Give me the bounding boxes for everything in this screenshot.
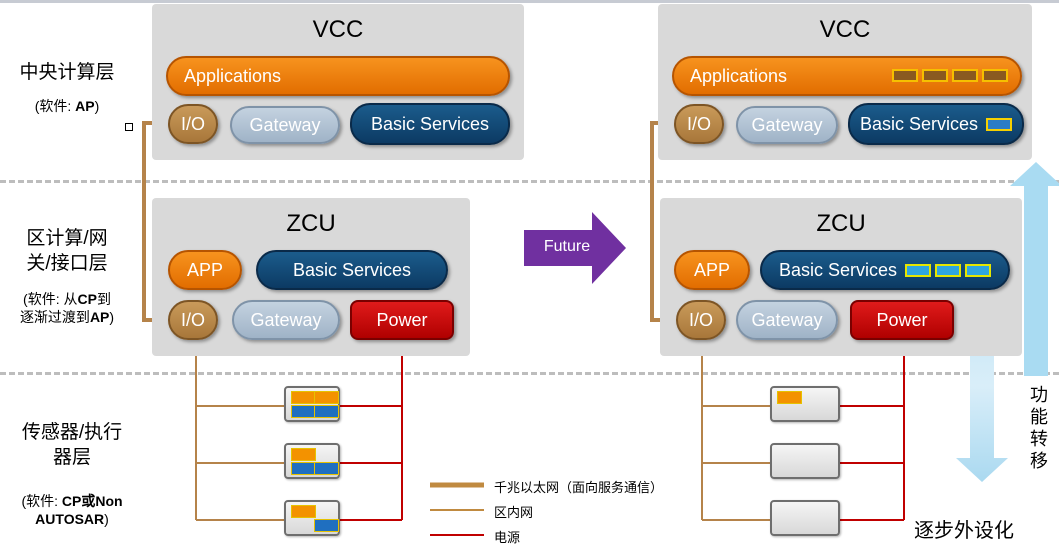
migrated-app-slots xyxy=(888,66,1008,87)
right-sensor-2 xyxy=(770,443,840,479)
future-arrow-icon xyxy=(524,212,626,284)
gradual-peripheralization-label: 逐步外设化 xyxy=(914,520,1014,542)
left-vcc-io: I/O xyxy=(168,104,218,144)
left-zcu-gateway: Gateway xyxy=(232,300,340,340)
right-vcc-title: VCC xyxy=(819,16,871,43)
right-zcu-basic-services: Basic Services xyxy=(760,250,1010,290)
right-sensor-3 xyxy=(770,500,840,536)
right-zcu-title: ZCU xyxy=(816,210,866,237)
right-vcc-basic-services: Basic Services xyxy=(848,103,1024,145)
right-vcc-gateway: Gateway xyxy=(736,106,838,144)
left-sensor-3 xyxy=(284,500,340,536)
sensor-layer-title: 传感器/执行 器层 xyxy=(21,422,123,468)
central-layer-software: (软件: AP) xyxy=(34,98,100,114)
left-sensor-1 xyxy=(284,386,340,422)
top-border xyxy=(0,0,1059,3)
legend-ethernet-label: 千兆以太网（面向服务通信） xyxy=(494,480,664,495)
left-zcu-io: I/O xyxy=(168,300,218,340)
right-applications-pill: Applications xyxy=(672,56,1022,96)
marker-square-icon xyxy=(125,123,133,131)
left-sensor-2 xyxy=(284,443,340,479)
right-zcu-power: Power xyxy=(850,300,954,340)
left-zcu-basic-services: Basic Services xyxy=(256,250,448,290)
right-zcu-panel: ZCU APP Basic Services I/O Gateway Power xyxy=(660,198,1022,356)
zone-layer-software: (软件: 从CP到 逐渐过渡到AP) xyxy=(19,291,115,325)
left-vcc-basic-services: Basic Services xyxy=(350,103,510,145)
right-zcu-io: I/O xyxy=(676,300,726,340)
sensor-layer-software: (软件: CP或Non AUTOSAR) xyxy=(21,493,123,527)
central-layer-title: 中央计算层 xyxy=(19,62,115,83)
left-vcc-title: VCC xyxy=(312,16,364,43)
legend-zone-label: 区内网 xyxy=(494,505,534,520)
separator-top xyxy=(0,180,1059,183)
right-vcc-io: I/O xyxy=(674,104,724,144)
left-vcc-gateway: Gateway xyxy=(230,106,340,144)
left-vcc-panel: VCC Applications I/O Gateway Basic Servi… xyxy=(152,4,524,160)
right-zcu-app: APP xyxy=(674,250,750,290)
left-zcu-power: Power xyxy=(350,300,454,340)
left-zcu-panel: ZCU APP Basic Services I/O Gateway Power xyxy=(152,198,470,356)
right-applications-label: Applications xyxy=(690,65,788,86)
function-transfer-label: 功能转移 xyxy=(1030,385,1048,471)
right-sensor-1 xyxy=(770,386,840,422)
left-zcu-title: ZCU xyxy=(286,210,336,237)
down-arrow-icon xyxy=(956,290,1008,482)
left-zcu-app: APP xyxy=(168,250,242,290)
right-zcu-gateway: Gateway xyxy=(736,300,838,340)
future-label: Future xyxy=(543,238,591,255)
legend-power-label: 电源 xyxy=(494,530,521,545)
up-arrow-icon xyxy=(1010,162,1059,376)
left-applications-pill: Applications xyxy=(166,56,510,96)
zone-layer-title: 区计算/网 关/接口层 xyxy=(26,228,108,274)
right-vcc-panel: VCC Applications I/O Gateway Basic Servi… xyxy=(658,4,1032,160)
separator-bottom xyxy=(0,372,1059,375)
